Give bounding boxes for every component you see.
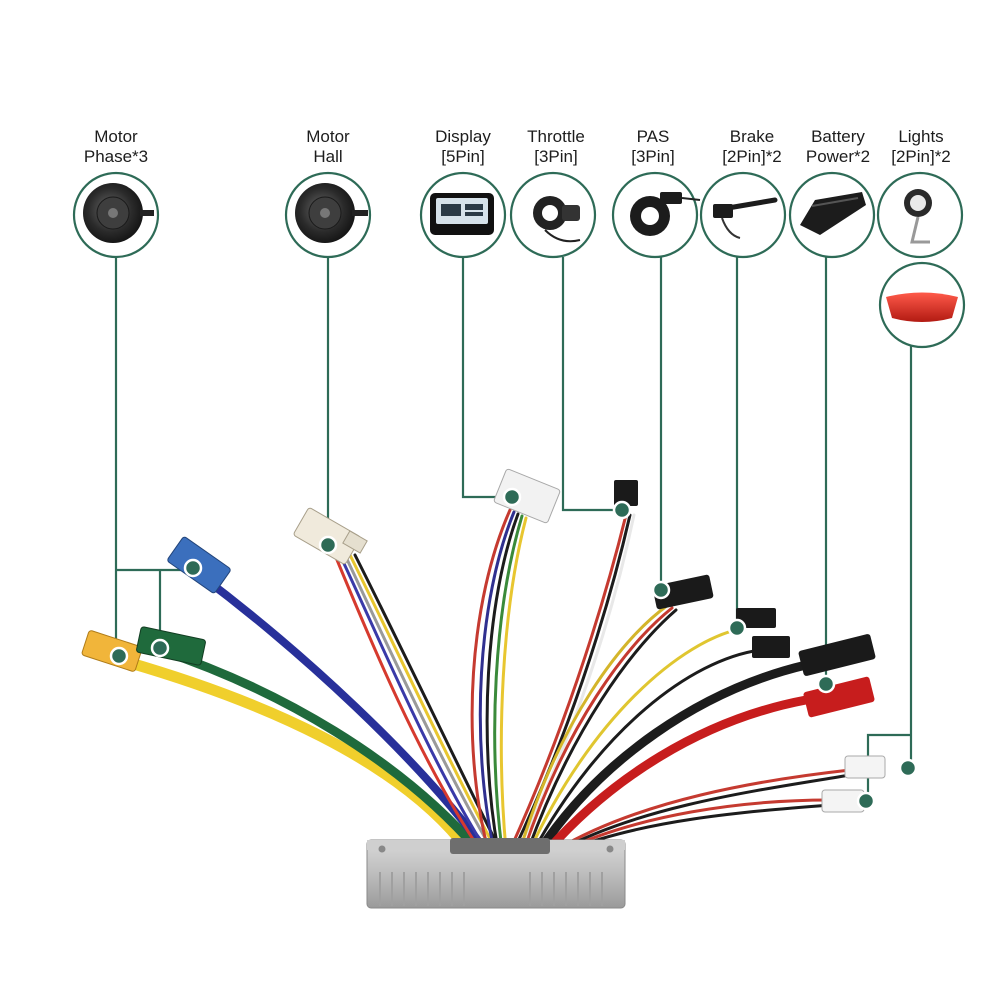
label-lights: Lights [2Pin]*2 xyxy=(866,127,976,167)
wire-bundle xyxy=(114,508,852,856)
label-pas-line2: [3Pin] xyxy=(631,147,675,166)
headlight-icon xyxy=(904,189,932,244)
brake-lever-icon xyxy=(713,197,778,239)
label-throttle-line1: Throttle xyxy=(527,127,585,146)
tail-light-icon xyxy=(886,292,958,322)
label-motor-phase-line2: Phase*3 xyxy=(83,147,149,166)
guide-line-display xyxy=(461,257,510,499)
connector-battery xyxy=(798,634,876,718)
label-throttle-line2: [3Pin] xyxy=(534,147,578,166)
label-motor-hall-line1: Motor xyxy=(306,127,350,146)
thumb-throttle-icon xyxy=(533,196,581,243)
label-pas: PAS [3Pin] xyxy=(598,127,708,167)
connector-throttle xyxy=(614,480,638,506)
guide-line-lights xyxy=(866,345,913,800)
label-motor-hall: Motor Hall xyxy=(273,127,383,167)
label-motor-phase-line1: Motor xyxy=(94,127,138,146)
label-lights-line1: Lights xyxy=(898,127,944,146)
label-battery: Battery Power*2 xyxy=(783,127,893,167)
guide-line-motor-phase xyxy=(114,257,193,655)
connection-dots xyxy=(109,487,918,811)
battery-pack-icon xyxy=(800,192,866,235)
label-brake-line1: Brake xyxy=(729,127,775,146)
connector-display xyxy=(493,468,561,524)
controller-box-icon xyxy=(366,838,626,909)
label-pas-line1: PAS xyxy=(636,127,670,146)
label-motor-hall-line2: Hall xyxy=(313,147,343,166)
label-display: Display [5Pin] xyxy=(408,127,518,167)
connector-pas xyxy=(652,574,714,610)
connector-brake xyxy=(736,608,790,658)
label-lights-line2: [2Pin]*2 xyxy=(891,147,951,166)
lcd-display-icon xyxy=(430,193,494,235)
label-battery-line2: Power*2 xyxy=(805,147,871,166)
connector-phase-green xyxy=(136,626,206,666)
hub-motor-icon xyxy=(83,183,154,243)
guide-lines xyxy=(114,257,913,800)
label-display-line2: [5Pin] xyxy=(441,147,485,166)
pas-sensor-icon xyxy=(630,192,701,236)
label-display-line1: Display xyxy=(435,127,491,146)
label-brake-line2: [2Pin]*2 xyxy=(722,147,782,166)
hub-motor-icon xyxy=(295,183,368,243)
connector-lights xyxy=(821,755,886,813)
guide-line-throttle xyxy=(561,257,622,512)
label-battery-line1: Battery xyxy=(811,127,865,146)
label-brake: Brake [2Pin]*2 xyxy=(697,127,807,167)
label-throttle: Throttle [3Pin] xyxy=(501,127,611,167)
label-motor-phase: Motor Phase*3 xyxy=(61,127,171,167)
